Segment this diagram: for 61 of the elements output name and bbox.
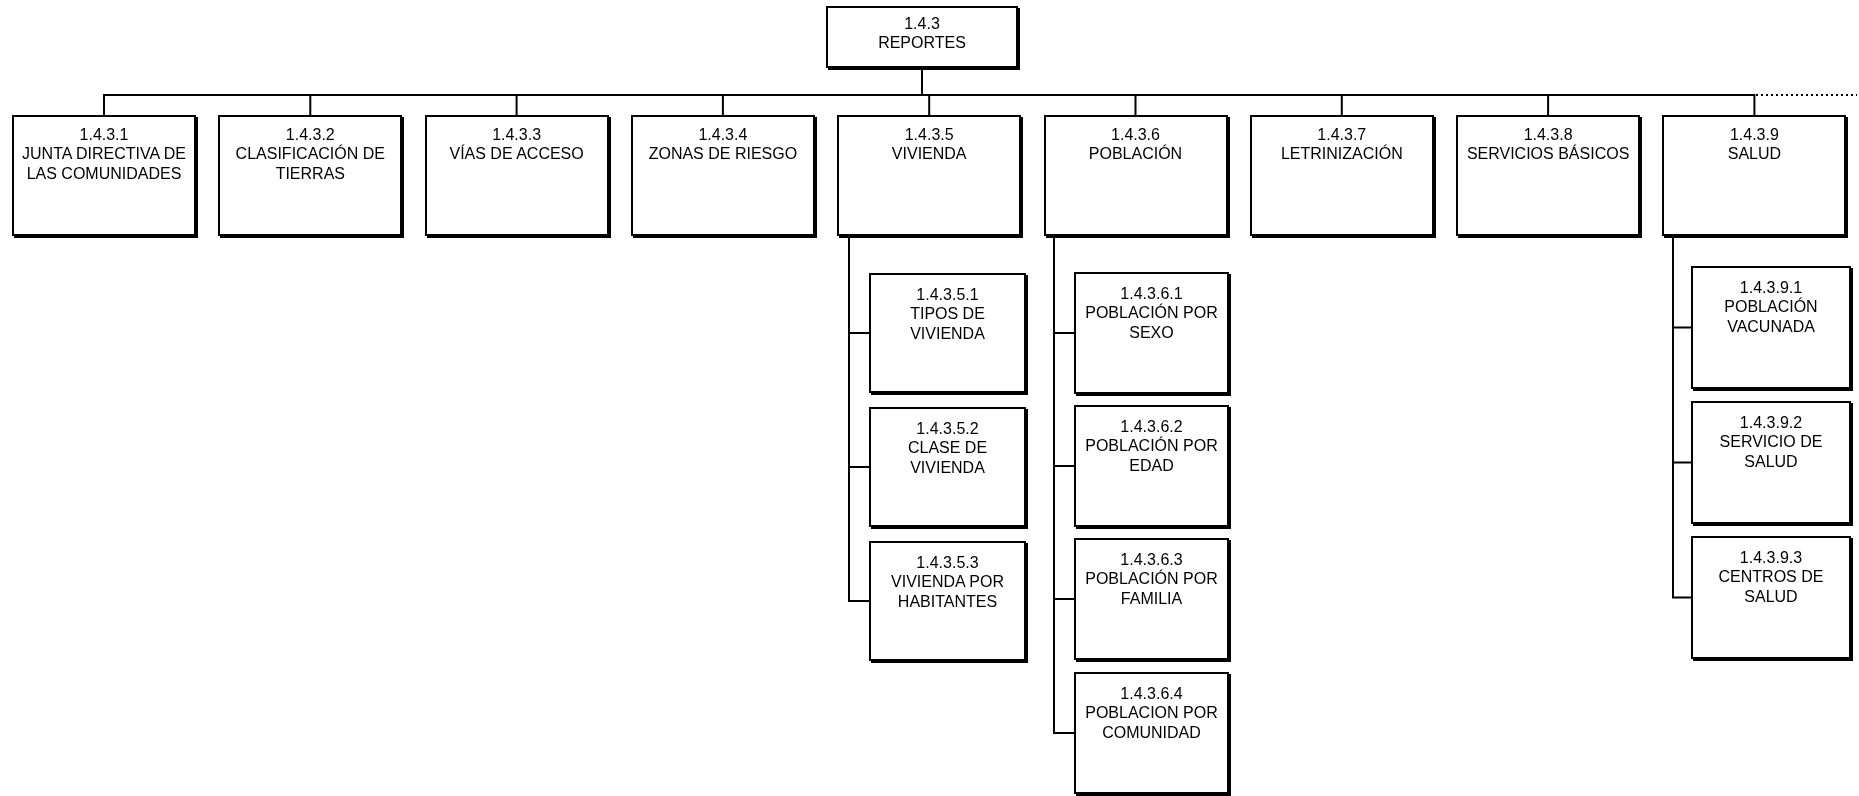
wbs-title: CENTROS DE SALUD	[1717, 567, 1825, 607]
wbs-box	[1662, 115, 1847, 236]
wbs-box	[630, 115, 815, 236]
wbs-box	[1249, 115, 1434, 236]
wbs-box	[869, 541, 1026, 661]
wbs-title: POBLACIÓN VACUNADA	[1723, 297, 1819, 337]
wbs-title: POBLACION POR COMUNIDAD	[1084, 703, 1219, 743]
wbs-code: 1.4.3.8	[1523, 125, 1573, 144]
wbs-title: SALUD	[1727, 144, 1782, 164]
wbs-title: POBLACIÓN POR FAMILIA	[1084, 569, 1219, 609]
wbs-code: 1.4.3.5	[904, 125, 954, 144]
wbs-title: ZONAS DE RIESGO	[648, 144, 798, 164]
wbs-box	[218, 115, 403, 236]
wbs-title: POBLACIÓN	[1088, 144, 1183, 164]
wbs-code: 1.4.3.9.2	[1739, 413, 1803, 432]
wbs-box	[1043, 115, 1228, 236]
wbs-code: 1.4.3.5.3	[916, 553, 979, 572]
wbs-box	[1691, 266, 1851, 389]
wbs-code: 1.4.3.6.3	[1120, 550, 1183, 569]
wbs-title: REPORTES	[878, 33, 966, 53]
wbs-code: 1.4.3	[904, 14, 940, 33]
wbs-code: 1.4.3.7	[1317, 125, 1367, 144]
wbs-box	[1074, 672, 1229, 794]
wbs-box	[1074, 405, 1229, 527]
wbs-title: VIVIENDA	[891, 144, 967, 164]
wbs-title: POBLACIÓN POR SEXO	[1084, 303, 1219, 343]
wbs-box	[1691, 536, 1851, 659]
wbs-box	[837, 115, 1022, 236]
wbs-title: LETRINIZACIÓN	[1280, 144, 1403, 164]
wbs-title: JUNTA DIRECTIVA DE LAS COMUNIDADES	[21, 144, 187, 184]
wbs-title: SERVICIOS BÁSICOS	[1466, 144, 1630, 164]
wbs-code: 1.4.3.1	[79, 125, 129, 144]
wbs-code: 1.4.3.9.1	[1739, 278, 1803, 297]
wbs-code: 1.4.3.6	[1111, 125, 1160, 144]
wbs-code: 1.4.3.2	[285, 125, 335, 144]
wbs-code: 1.4.3.6.4	[1120, 684, 1183, 703]
wbs-code: 1.4.3.5.1	[916, 285, 979, 304]
wbs-box	[424, 115, 609, 236]
wbs-title: POBLACIÓN POR EDAD	[1084, 436, 1219, 476]
wbs-code: 1.4.3.9.3	[1739, 548, 1803, 567]
wbs-title: VÍAS DE ACCESO	[449, 144, 584, 164]
wbs-code: 1.4.3.5.2	[916, 419, 979, 438]
wbs-code: 1.4.3.6.2	[1120, 417, 1183, 436]
wbs-code: 1.4.3.9	[1729, 125, 1779, 144]
wbs-code: 1.4.3.3	[492, 125, 542, 144]
wbs-title: CLASIFICACIÓN DE TIERRAS	[234, 144, 386, 184]
wbs-box	[1074, 272, 1229, 394]
wbs-box	[12, 115, 196, 236]
wbs-box	[826, 6, 1018, 68]
wbs-box	[1691, 401, 1851, 524]
wbs-box	[1456, 115, 1641, 236]
wbs-code: 1.4.3.6.1	[1120, 284, 1183, 303]
wbs-box	[1074, 538, 1229, 660]
wbs-code: 1.4.3.4	[698, 125, 748, 144]
wbs-title: SERVICIO DE SALUD	[1718, 432, 1824, 472]
wbs-box	[869, 273, 1026, 393]
wbs-title: TIPOS DE VIVIENDA	[909, 304, 986, 344]
wbs-title: CLASE DE VIVIENDA	[906, 438, 989, 478]
wbs-title: VIVIENDA POR HABITANTES	[890, 572, 1005, 612]
connector-line	[1672, 235, 1692, 599]
wbs-box	[869, 407, 1026, 527]
